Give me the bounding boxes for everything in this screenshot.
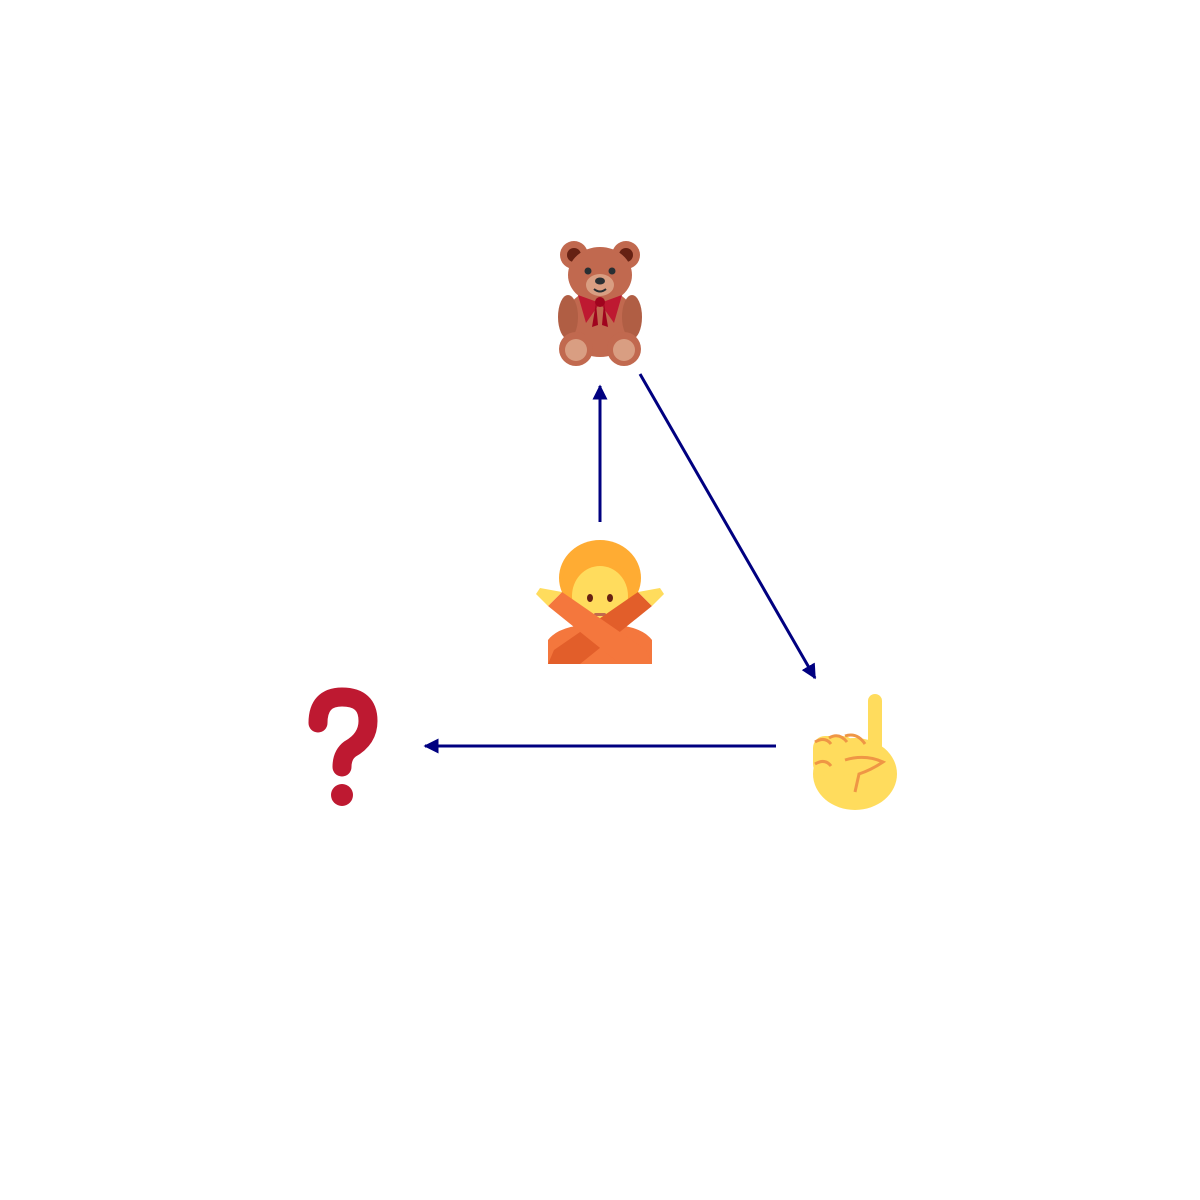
edge-teddy-to-pointing xyxy=(638,373,817,680)
teddy-bear-icon xyxy=(558,241,642,366)
index-pointing-up-icon xyxy=(813,694,897,810)
question-mark-icon xyxy=(308,687,378,806)
person-gesturing-no-icon xyxy=(536,540,664,664)
